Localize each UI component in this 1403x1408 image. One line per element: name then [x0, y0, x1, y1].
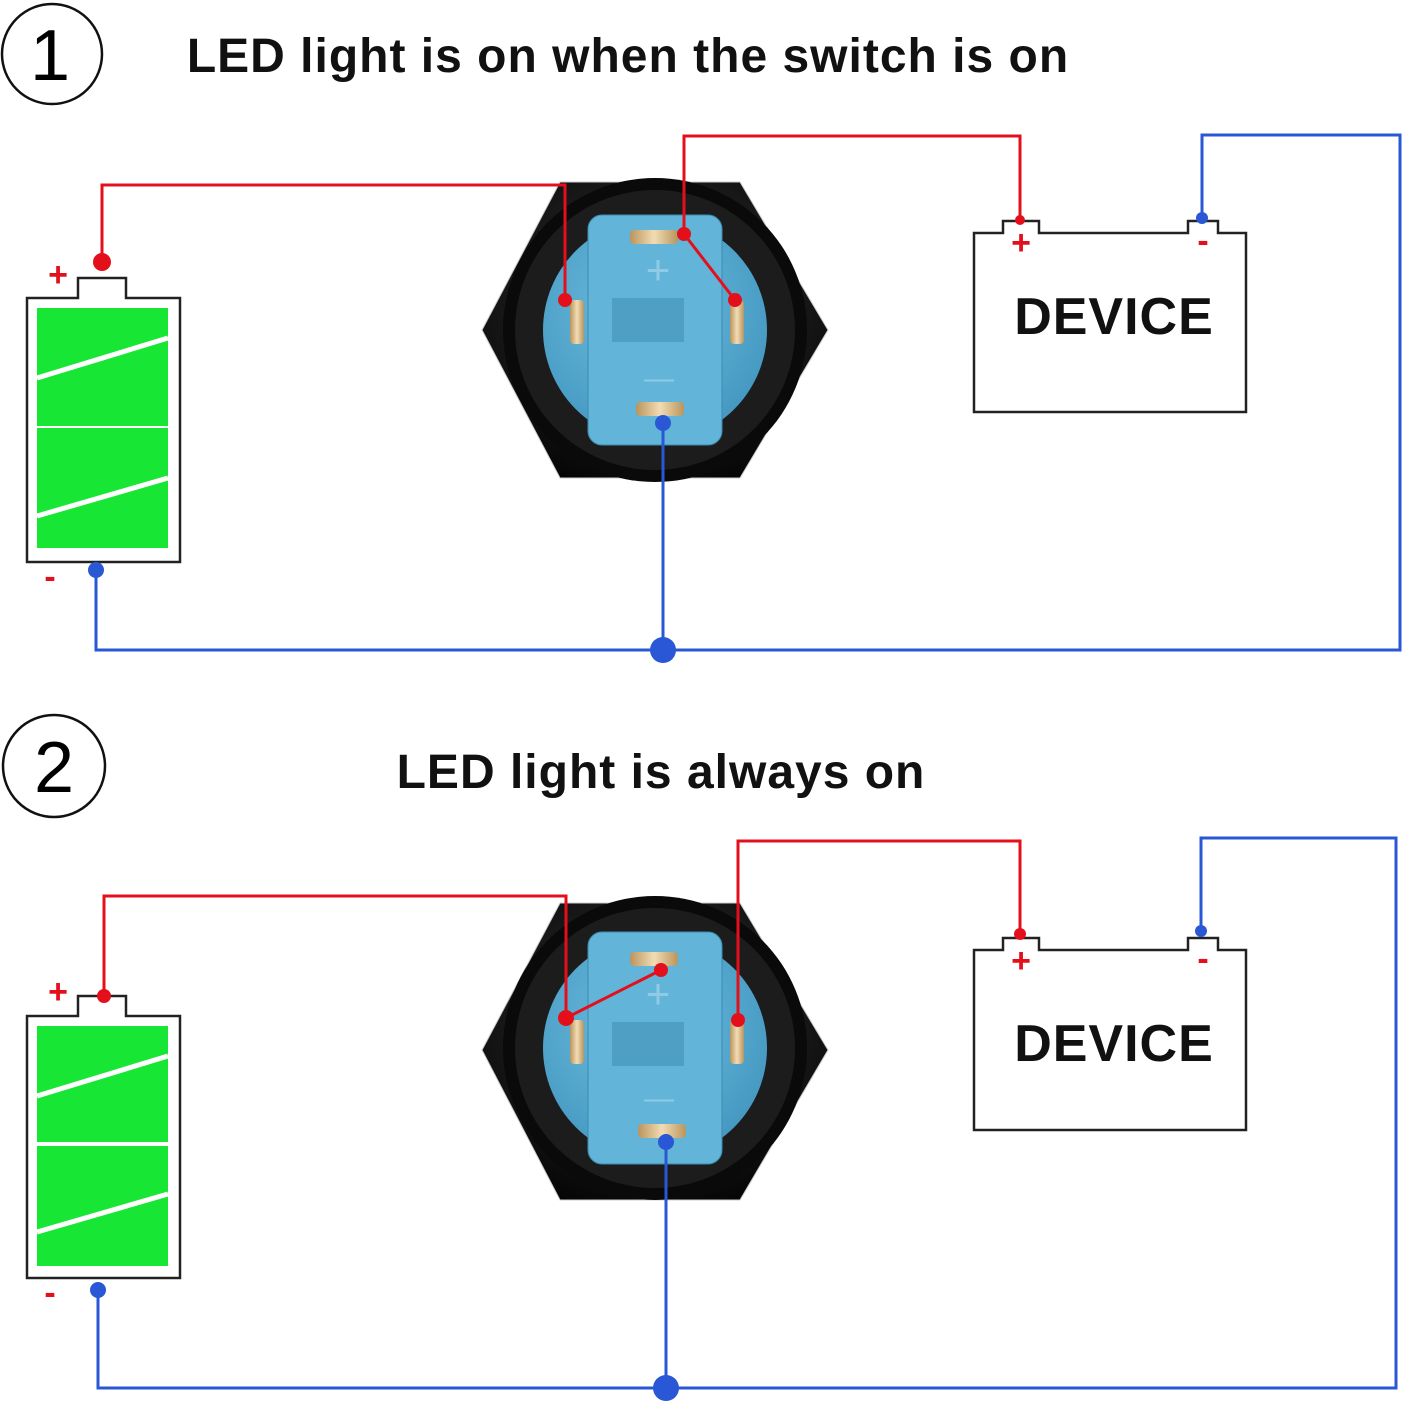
device-1-minus-label: -	[1197, 222, 1208, 260]
step-number-1: 1	[30, 16, 70, 96]
device-1: DEVICE + -	[972, 219, 1248, 414]
battery-2-plus-label: +	[48, 973, 68, 1011]
diagram-2: 2 LED light is always on + - DEVICE + -	[1, 713, 1398, 1401]
battery-cell-bottom	[37, 428, 168, 548]
battery-1-minus-label: -	[44, 558, 55, 596]
positive-wires-1	[100, 134, 1022, 301]
battery-2: + -	[25, 973, 182, 1312]
switch-1-terminal-left	[570, 300, 584, 344]
battery-1: + -	[25, 256, 182, 596]
step-number-badge-1: 1	[0, 2, 104, 106]
device-1-plus-label: +	[1011, 224, 1031, 262]
switch-2-terminal-top	[630, 952, 678, 966]
switch-2-terminal-right	[730, 1020, 744, 1064]
battery-2-minus-label: -	[44, 1274, 55, 1312]
junction-dots-1	[88, 212, 1208, 663]
device-2: DEVICE + -	[972, 936, 1248, 1132]
junction-dots-2	[90, 925, 1207, 1401]
step-number-2: 2	[34, 728, 74, 808]
battery-cell-top	[37, 1026, 168, 1142]
switch-2-plus-mark: +	[646, 970, 671, 1017]
switch-2-led-window	[612, 1022, 684, 1066]
switch-1-led-window	[612, 298, 684, 342]
diagram-1-title: LED light is on when the switch is on	[187, 30, 1069, 83]
battery-cell-top	[37, 308, 168, 426]
diagram-1: 1 LED light is on when the switch is on …	[0, 2, 1402, 663]
battery-1-plus-label: +	[48, 256, 68, 294]
switch-1-terminal-right	[730, 300, 744, 344]
led-switch-2: + —	[481, 896, 829, 1201]
battery-cell-bottom	[37, 1146, 168, 1266]
device-1-label: DEVICE	[1014, 288, 1214, 346]
negative-wires-2	[96, 836, 1398, 1390]
device-2-minus-label: -	[1197, 940, 1208, 978]
switch-2-minus-mark: —	[644, 1082, 674, 1115]
switch-2-terminal-bottom	[638, 1124, 686, 1138]
switch-1-plus-mark: +	[646, 246, 671, 293]
switch-1-minus-mark: —	[644, 362, 674, 395]
led-switch-1: + —	[481, 178, 829, 482]
positive-wires-2	[102, 839, 1022, 1020]
device-2-plus-label: +	[1011, 942, 1031, 980]
switch-2-terminal-left	[570, 1020, 584, 1064]
negative-wires-1	[94, 133, 1402, 652]
switch-1-terminal-bottom	[636, 402, 684, 416]
step-number-badge-2: 2	[1, 713, 107, 819]
switch-1-terminal-top	[630, 230, 678, 244]
diagram-2-title: LED light is always on	[397, 746, 926, 799]
device-2-label: DEVICE	[1014, 1015, 1214, 1073]
